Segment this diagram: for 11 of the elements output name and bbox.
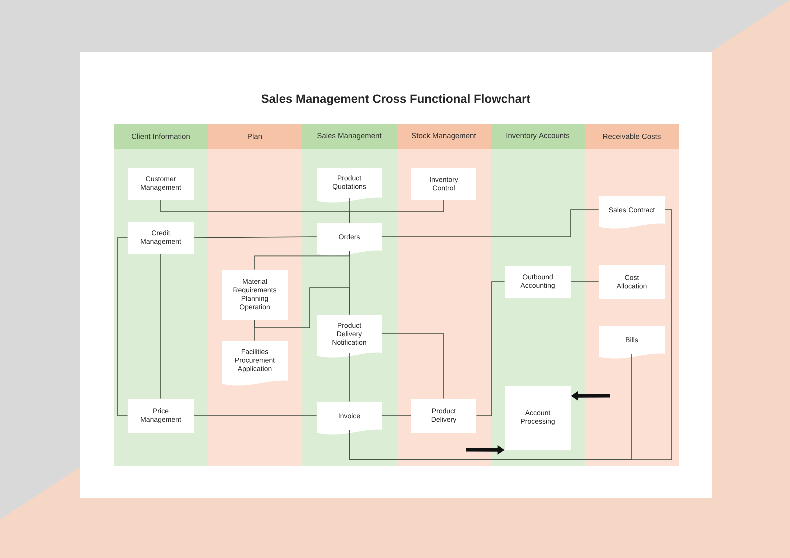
connector-line bbox=[160, 254, 162, 400]
connector-line bbox=[349, 200, 444, 224]
connector-line bbox=[349, 352, 350, 402]
connector-line bbox=[382, 210, 600, 238]
connector-line bbox=[382, 334, 444, 400]
connector-line bbox=[118, 238, 128, 416]
connector-line bbox=[349, 354, 632, 460]
connector-line bbox=[476, 282, 506, 416]
connector-line bbox=[194, 236, 318, 238]
connector-line bbox=[254, 288, 350, 328]
title: Sales Management Cross Functional Flowchart bbox=[262, 94, 531, 106]
